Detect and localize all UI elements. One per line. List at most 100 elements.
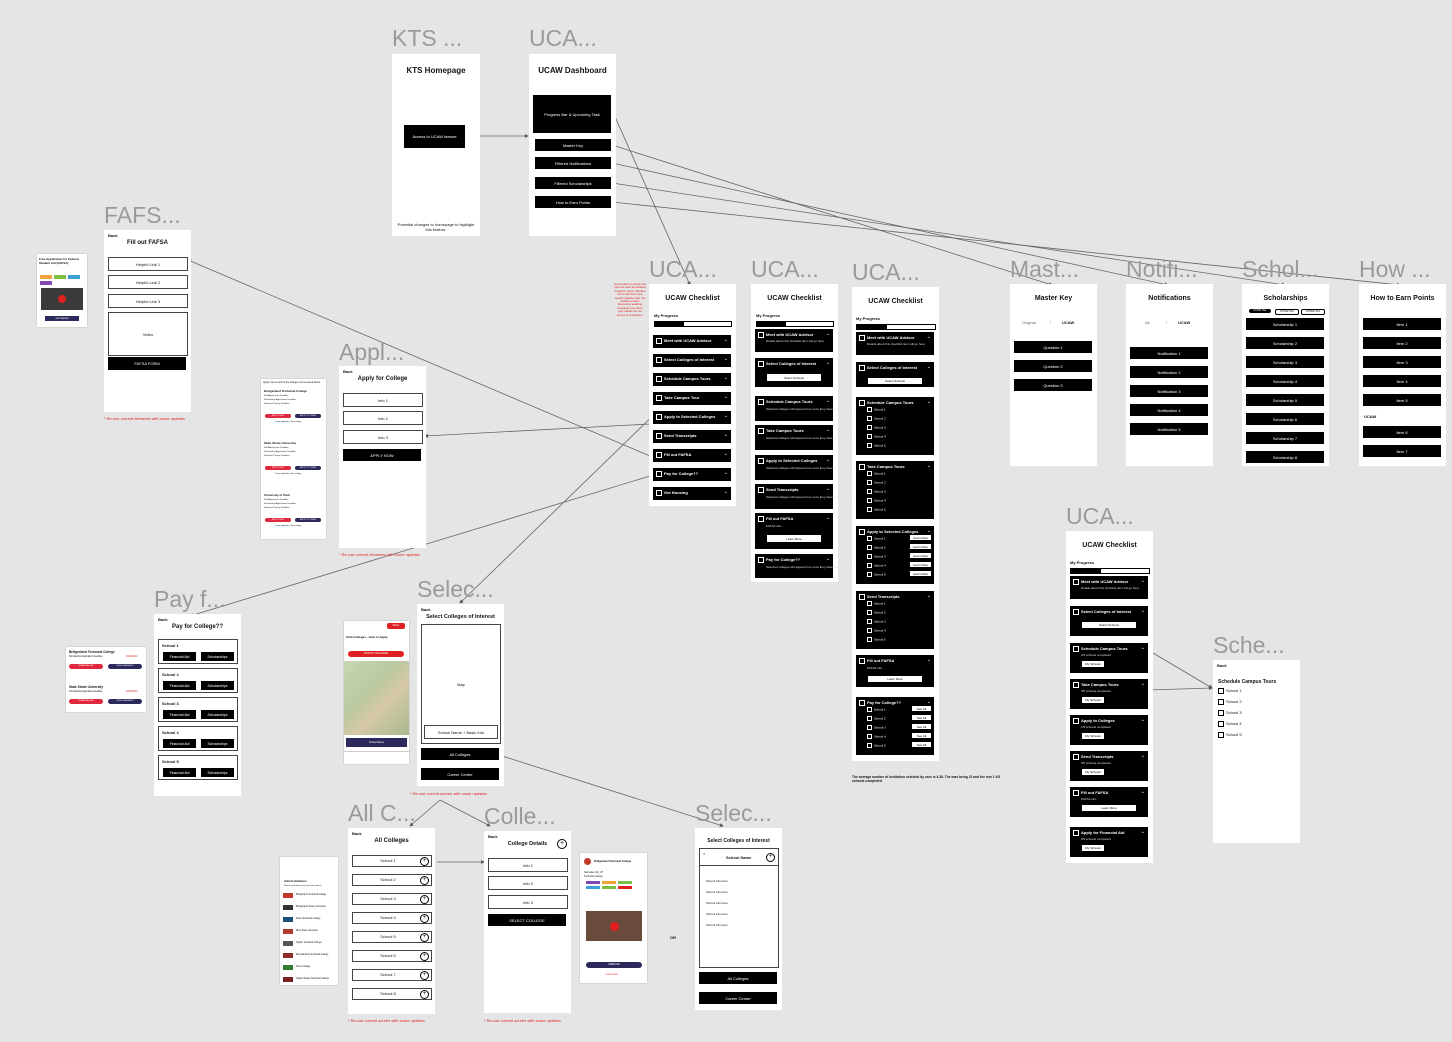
- select-schools-button[interactable]: Select Schools: [767, 374, 821, 381]
- back-link[interactable]: Back: [343, 369, 353, 374]
- add-college-icon[interactable]: +: [420, 952, 429, 961]
- checkbox-icon[interactable]: [867, 545, 872, 550]
- apply-items-button[interactable]: APPLY TO ITEMS: [295, 466, 321, 470]
- chevron-down-icon[interactable]: ⌄: [723, 470, 728, 476]
- earn-item-6[interactable]: Item 6: [1363, 426, 1441, 438]
- ucaw-access-button[interactable]: Access to UCAW feature: [404, 125, 465, 148]
- helpful-link-1[interactable]: Helpful Link 1: [108, 257, 188, 271]
- earn-item-2[interactable]: Item 2: [1363, 337, 1441, 349]
- checkbox-icon[interactable]: [867, 619, 872, 624]
- ucaw-right-item-0[interactable]: Meet with UCAW Advisor⌄Details about thi…: [1070, 576, 1148, 599]
- checkbox-icon[interactable]: [867, 489, 872, 494]
- checkbox-icon[interactable]: [656, 357, 662, 363]
- apply-items-button[interactable]: APPLY TO ITEMS: [295, 518, 321, 522]
- schedule-school-row[interactable]: School 2: [1218, 699, 1242, 705]
- cl2-item-schedule[interactable]: Schedule Campus Tours⌄Selected colleges …: [755, 396, 853, 421]
- item-button[interactable]: My Schools: [1082, 661, 1104, 667]
- scholarship-1[interactable]: Scholarship 1: [1246, 318, 1324, 330]
- map-placeholder[interactable]: Map: [421, 624, 501, 744]
- apply-now-button[interactable]: APPLY NOW: [343, 449, 421, 461]
- applied-checkbox-label[interactable]: I have applied to this college: [275, 525, 302, 527]
- checkbox-icon[interactable]: [859, 594, 865, 600]
- checkbox-icon[interactable]: [867, 425, 872, 430]
- dash-item-scholarships[interactable]: Filtered Scholarships: [535, 177, 611, 189]
- item-button[interactable]: My Schools: [1082, 697, 1104, 703]
- scholarship-3[interactable]: Scholarship 3: [1246, 356, 1324, 368]
- notification-1[interactable]: Notification 1: [1130, 347, 1208, 359]
- chevron-down-icon[interactable]: ⌄: [723, 356, 728, 362]
- fafsa-get-started[interactable]: Get Started: [45, 316, 79, 321]
- map-ref-card[interactable]: School Name: [346, 738, 407, 747]
- checkbox-icon[interactable]: [867, 610, 872, 615]
- financial-aid-button[interactable]: Financial Aid: [163, 681, 196, 690]
- cl1-item-0[interactable]: Meet with UCAW Advisor⌄: [653, 335, 731, 348]
- financial-aid-button[interactable]: FINANCIAL AID: [69, 699, 103, 704]
- dash-item-master-key[interactable]: Master Key: [535, 139, 611, 151]
- checkbox-icon[interactable]: [656, 376, 662, 382]
- cl1-item-1[interactable]: Select Colleges of Interest⌄: [653, 354, 731, 367]
- checkbox-icon[interactable]: [656, 433, 662, 439]
- checkbox-icon[interactable]: [867, 572, 872, 577]
- checkbox-icon[interactable]: [1073, 718, 1079, 724]
- applied-checkbox-label[interactable]: I have applied to this college: [275, 473, 302, 475]
- chevron-down-icon[interactable]: ⌄: [926, 528, 931, 534]
- select-college-button[interactable]: SELECT COLLEGE: [488, 914, 566, 926]
- chevron-down-icon[interactable]: ⌄: [926, 364, 931, 370]
- scholarship-5[interactable]: Scholarship 5: [1246, 394, 1324, 406]
- learn-more-button[interactable]: Learn More: [910, 553, 931, 558]
- cl2-item-fafsa[interactable]: Fill out FAFSA⌄FAFSA info...Learn More: [755, 513, 833, 549]
- chevron-down-icon[interactable]: ⌄: [1140, 789, 1145, 795]
- chevron-down-icon[interactable]: ⌄: [723, 375, 728, 381]
- progress-bar-task[interactable]: Progress Bar & Upcoming Task: [533, 95, 611, 133]
- learn-more-button[interactable]: Learn More: [910, 571, 931, 576]
- scholarship-2[interactable]: Scholarship 2: [1246, 337, 1324, 349]
- checkbox-icon[interactable]: [867, 601, 872, 606]
- checkbox-icon[interactable]: [656, 338, 662, 344]
- checkbox-icon[interactable]: [656, 395, 662, 401]
- cl1-item-2[interactable]: Schedule Campus Tours⌄: [653, 373, 731, 386]
- checkbox-icon[interactable]: [867, 707, 872, 712]
- cl1-item-5[interactable]: Send Transcripts⌄: [653, 430, 731, 443]
- checkbox-icon[interactable]: [867, 536, 872, 541]
- checkbox-icon[interactable]: [656, 490, 662, 496]
- chevron-down-icon[interactable]: ⌄: [1140, 681, 1145, 687]
- scholarships-button[interactable]: Scholarships: [201, 681, 234, 690]
- college-list-item[interactable]: School 3+: [352, 893, 432, 905]
- close-icon[interactable]: ×: [703, 851, 706, 856]
- scholarship-6[interactable]: Scholarship 6: [1246, 413, 1324, 425]
- chevron-down-icon[interactable]: ⌄: [1140, 578, 1145, 584]
- add-college-icon[interactable]: +: [420, 876, 429, 885]
- chip-other-2[interactable]: OTHER TAG: [1301, 309, 1325, 315]
- checkbox-icon[interactable]: [1073, 579, 1079, 585]
- earn-item-7[interactable]: Item 7: [1363, 445, 1441, 457]
- tab-ucaw[interactable]: UCAW: [1062, 320, 1075, 325]
- earn-item-3[interactable]: Item 3: [1363, 356, 1441, 368]
- cl1-item-7[interactable]: Pay for College??⌄: [653, 468, 731, 481]
- scholarships-button[interactable]: Scholarships: [201, 652, 234, 661]
- dash-item-earn-points[interactable]: How to Earn Points: [535, 196, 611, 208]
- chevron-down-icon[interactable]: ⌄: [723, 451, 728, 457]
- college-list-item[interactable]: School 7+: [352, 969, 432, 981]
- cl3-item-6[interactable]: Fill out FAFSA⌄FAFSA info...Learn More: [856, 655, 934, 687]
- notification-2[interactable]: Notification 2: [1130, 366, 1208, 378]
- checkbox-icon[interactable]: [1073, 646, 1079, 652]
- add-school-icon[interactable]: +: [766, 853, 775, 862]
- checkbox-icon[interactable]: [1073, 830, 1079, 836]
- dash-item-notifications[interactable]: Filtered Notifications: [535, 157, 611, 169]
- filters-tag[interactable]: Filters: [387, 623, 405, 629]
- checkbox-icon[interactable]: [867, 407, 872, 412]
- find-colleges-button[interactable]: FIND MY COLLEGES: [348, 651, 404, 657]
- chevron-down-icon[interactable]: ⌄: [1140, 608, 1145, 614]
- apply-now-button[interactable]: APPLY NOW: [265, 518, 291, 522]
- tab-original[interactable]: Original: [1022, 320, 1036, 325]
- checkbox-icon[interactable]: [867, 716, 872, 721]
- see-all-button[interactable]: See All: [912, 724, 931, 729]
- cl2-item-take-tour[interactable]: Take Campus Tours⌄Selected colleges will…: [755, 425, 853, 450]
- chevron-down-icon[interactable]: ⌄: [1140, 829, 1145, 835]
- career-center-button[interactable]: Career Center: [421, 768, 499, 780]
